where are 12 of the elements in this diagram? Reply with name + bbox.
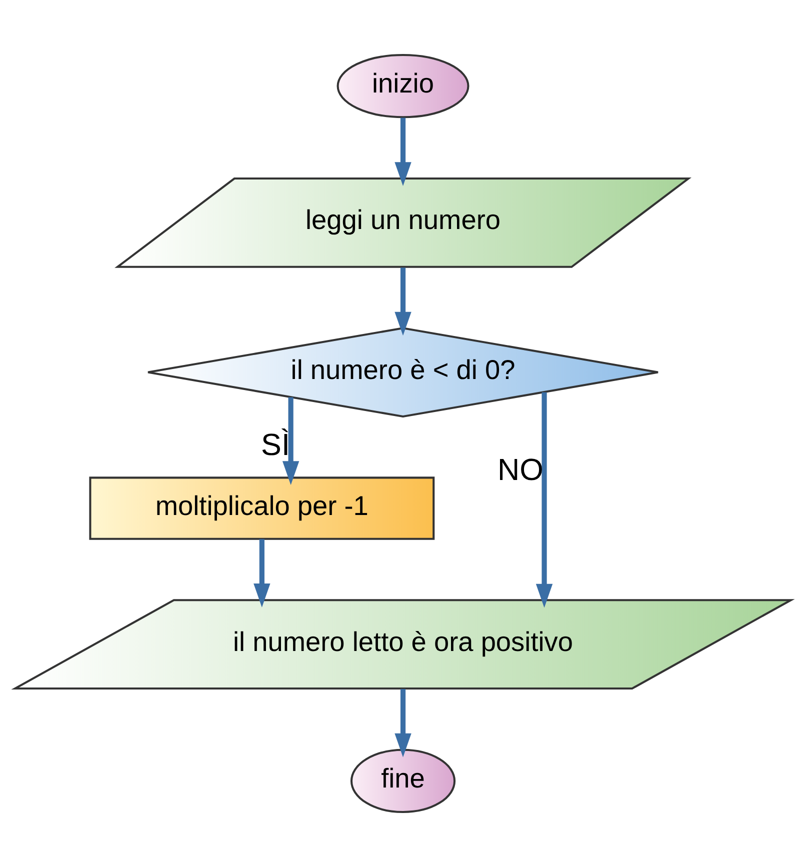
arrow bbox=[536, 392, 553, 608]
node-diamond: il numero è < di 0? bbox=[147, 327, 660, 418]
arrow bbox=[254, 539, 270, 608]
edge-label: NO bbox=[498, 452, 544, 487]
node-box: moltiplicalo per -1 bbox=[89, 476, 435, 540]
arrow bbox=[394, 118, 412, 186]
arrow bbox=[282, 397, 300, 486]
arrow bbox=[394, 689, 412, 758]
arrow bbox=[394, 268, 412, 336]
node-ellipse: fine bbox=[350, 748, 456, 814]
edge-label: SÌ bbox=[261, 428, 290, 462]
node-ellipse: inizio bbox=[336, 54, 470, 118]
